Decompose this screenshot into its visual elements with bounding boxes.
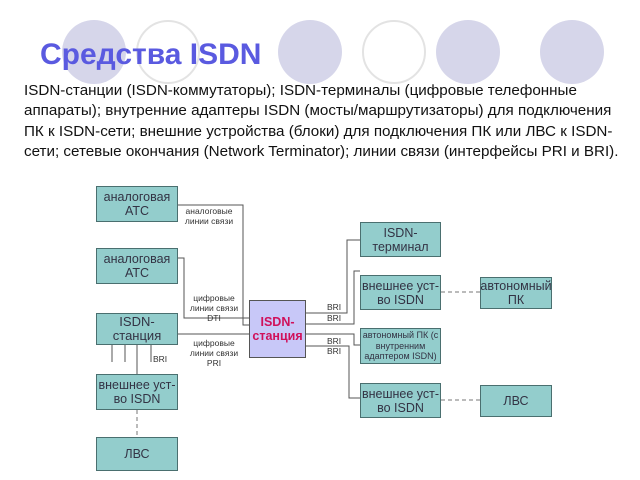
ext-device-box-2: внешнее уст-во ISDN: [360, 383, 441, 418]
line-ats2: [178, 257, 249, 319]
label-analog-lines: аналоговые линии связи: [184, 206, 234, 226]
line-terminal: [306, 239, 360, 314]
ext-device-left-box: внешнее уст-во ISDN: [96, 374, 178, 410]
analog-ats-box-1: аналоговая АТС: [96, 186, 178, 222]
decor-circle: [436, 20, 500, 84]
label-bri-3: BRI: [327, 336, 342, 346]
label-bri-2: BRI: [327, 313, 342, 323]
slide-title: Средства ISDN: [40, 38, 262, 71]
slide-body: ISDN-станции (ISDN-коммутаторы); ISDN-те…: [24, 82, 619, 161]
decor-circle: [136, 20, 200, 84]
line-ext1: [306, 270, 360, 325]
lan-left-box: ЛВС: [96, 437, 178, 471]
autonomous-pc-adapter-box: автономный ПК (с внутренним адаптером IS…: [360, 328, 441, 364]
isdn-station-center-box: ISDN-станция: [249, 300, 306, 358]
label-bri-1: BRI: [327, 302, 342, 312]
label-digital-pri: цифровые линии связи PRI: [189, 338, 239, 368]
label-bri-left: BRI: [153, 354, 168, 364]
lan-right-box: ЛВС: [480, 385, 552, 417]
line-ext2: [306, 345, 360, 399]
decor-circle: [362, 20, 426, 84]
analog-ats-box-2: аналоговая АТС: [96, 248, 178, 284]
label-digital-dti: цифровые линии связи DTI: [189, 293, 239, 323]
decor-circle: [540, 20, 604, 84]
isdn-station-left-box: ISDN-станция: [96, 313, 178, 345]
isdn-terminal-box: ISDN-терминал: [360, 222, 441, 257]
label-bri-4: BRI: [327, 346, 342, 356]
decor-circle: [62, 20, 126, 84]
autonomous-pc-box: автономный ПК: [480, 277, 552, 309]
ext-device-box-1: внешнее уст-во ISDN: [360, 275, 441, 310]
line-ats1: [178, 204, 249, 326]
decor-circle: [278, 20, 342, 84]
line-auto-pc: [306, 333, 360, 346]
